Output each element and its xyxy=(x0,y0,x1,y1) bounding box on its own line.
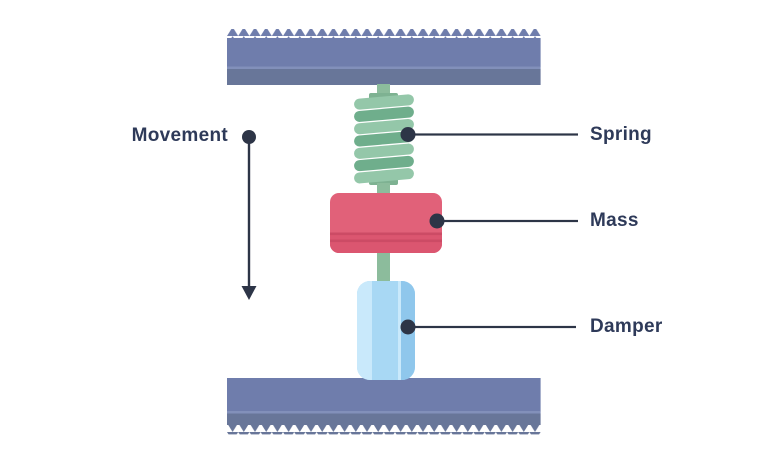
top-wall-teeth xyxy=(227,29,541,39)
damper-leader-dot xyxy=(400,319,416,335)
damper-highlight-line xyxy=(398,281,401,380)
damper-leader-line xyxy=(408,325,576,329)
mass-leader xyxy=(429,213,578,229)
spring-coil-loop xyxy=(354,118,414,135)
mass-accent-line xyxy=(330,232,442,236)
bottom-wall-band xyxy=(227,413,541,425)
movement-arrow-line xyxy=(247,137,251,287)
top-wall-stripe xyxy=(227,66,541,69)
damper-label: Damper xyxy=(590,316,663,337)
bottom-wall-stripe xyxy=(227,411,541,414)
top-wall-band xyxy=(227,69,541,85)
spring-label: Spring xyxy=(590,124,652,145)
mass-damper-rod xyxy=(377,250,390,286)
mass-accent-line xyxy=(330,239,442,243)
mass-leader-dot xyxy=(429,213,445,229)
movement-arrowhead-icon xyxy=(241,286,257,300)
damper-leader xyxy=(400,319,576,335)
spring-coil-loop xyxy=(354,131,414,147)
mass-block xyxy=(330,193,442,253)
bottom-fixed-surface xyxy=(227,378,541,435)
spring-coil-loop xyxy=(354,155,414,172)
spring-coil-loop xyxy=(354,168,414,184)
damper-highlight xyxy=(357,281,372,380)
spring-leader-dot xyxy=(400,127,416,142)
spring-coil xyxy=(354,94,414,184)
mass-leader-line xyxy=(437,219,578,223)
mass-label: Mass xyxy=(590,210,639,231)
spring-coil-loop xyxy=(354,106,414,122)
movement-arrow xyxy=(241,130,257,300)
damper-cylinder xyxy=(357,281,415,380)
spring-leader xyxy=(400,127,578,142)
top-wall-body xyxy=(227,38,541,67)
spring-coil-loop xyxy=(354,143,414,159)
movement-label: Movement xyxy=(131,125,228,146)
top-fixed-surface xyxy=(227,29,541,85)
bottom-wall-body xyxy=(227,378,541,412)
bottom-wall-teeth xyxy=(227,425,541,435)
spring-coil-loop xyxy=(354,94,414,110)
mass-accent-band xyxy=(330,233,442,253)
spring-leader-line xyxy=(408,133,578,136)
